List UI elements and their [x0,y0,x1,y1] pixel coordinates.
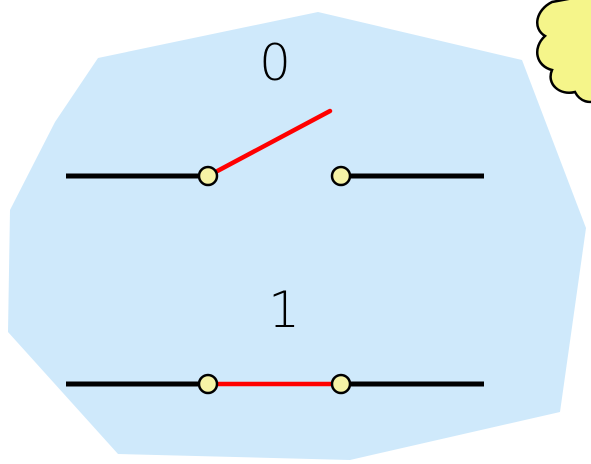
on-right-contact [330,373,352,395]
cloud-shape [536,0,591,104]
off-right-contact [330,165,352,187]
off-switch [66,108,484,187]
octagon-panel [8,12,586,460]
cloud-outline [536,0,591,104]
on-state-label: 1 [268,281,300,339]
off-switch-lever [205,108,333,179]
on-switch [66,373,484,395]
on-left-contact [197,373,219,395]
off-state-label: 0 [259,34,291,92]
off-left-contact [197,165,219,187]
